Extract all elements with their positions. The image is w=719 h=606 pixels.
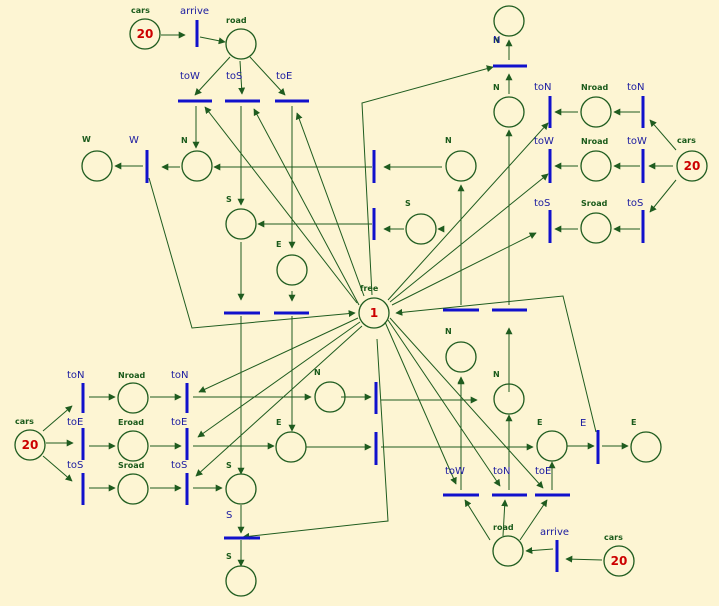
label-e-output: E [631,418,636,427]
transitions [81,20,645,572]
label-to-n-west: toN [67,370,85,381]
label-to-w-east-inner: toW [534,136,554,147]
place-nw-s[interactable] [225,208,257,240]
place-cars-south[interactable] [603,545,635,577]
label-sw-n: N [314,368,321,377]
token-free: 1 [370,306,378,320]
label-to-s-north: toS [226,71,242,82]
place-west-sroad[interactable] [117,473,149,505]
label-east-nroad: Nroad [581,83,609,92]
label-s-output: S [226,552,232,561]
place-se-e[interactable] [536,430,568,462]
token-cars-south: 20 [611,554,628,568]
label-to-e-west: toE [67,417,83,428]
label-n-output: N [493,36,500,45]
place-sw-s[interactable] [225,473,257,505]
label-cars-south: cars [604,533,623,542]
label-nw-s: S [226,195,232,204]
label-cars-west: cars [15,417,34,426]
place-free[interactable] [358,297,390,329]
label-west-eroad: Eroad [118,418,144,427]
label-east-nroad-2: Nroad [581,137,609,146]
place-east-nroad[interactable] [580,96,612,128]
label-to-n-east: toN [627,82,645,93]
place-sw-e[interactable] [275,431,307,463]
place-n-east[interactable] [493,96,525,128]
token-cars-west: 20 [22,438,39,452]
token-cars-east: 20 [684,159,701,173]
label-nw-n: N [181,136,188,145]
place-east-nroad-2[interactable] [580,150,612,182]
label-to-w-north: toW [180,71,200,82]
label-road-north: road [226,16,247,25]
place-west-eroad[interactable] [117,430,149,462]
place-road-north[interactable] [225,28,257,60]
label-nw-e: E [276,240,281,249]
label-se-n-upper: N [445,327,452,336]
transition-labels: arrive toW toS toE W N toN toW toS toN t… [67,6,647,538]
place-e-output[interactable] [630,431,662,463]
place-se-n[interactable] [493,383,525,415]
place-se-n-upper[interactable] [445,341,477,373]
place-cars-north[interactable] [129,18,161,50]
label-ne-n: N [445,136,452,145]
label-cars-north: cars [131,6,150,15]
label-s-exit: S [226,510,232,521]
place-cars-west[interactable] [14,429,46,461]
label-to-e-north: toE [276,71,292,82]
label-n-exit: N [493,35,500,46]
label-to-w-east: toW [627,136,647,147]
label-se-e: E [537,418,542,427]
place-ne-s[interactable] [405,213,437,245]
label-arrive-north: arrive [180,6,209,17]
label-ne-s: S [405,199,411,208]
token-cars-north: 20 [137,27,154,41]
place-w-output[interactable] [81,150,113,182]
place-s-output[interactable] [225,565,257,597]
arcs [42,31,677,567]
label-w-output: W [82,135,91,144]
label-to-s-west-inner: toS [171,460,187,471]
place-east-sroad[interactable] [580,212,612,244]
label-to-s-west: toS [67,460,83,471]
tokens: 20 20 1 20 20 [22,27,701,568]
label-east-sroad: Sroad [581,199,608,208]
place-sw-n[interactable] [314,381,346,413]
label-to-s-east-inner: toS [534,198,550,209]
place-labels: cars road W N S E N Nroad Nroad Sroad N … [15,6,696,561]
place-west-nroad[interactable] [117,382,149,414]
label-e-exit: E [580,418,586,429]
place-nw-n[interactable] [181,150,213,182]
label-to-n-west-inner: toN [171,370,189,381]
label-cars-east: cars [677,136,696,145]
label-free: free [360,284,379,293]
place-road-south[interactable] [492,535,524,567]
label-sw-s: S [226,461,232,470]
label-ne-w: N [493,83,500,92]
label-arrive-south: arrive [540,527,569,538]
label-road-south: road [493,523,514,532]
place-nw-e[interactable] [276,254,308,286]
places [14,5,708,597]
label-w-exit: W [129,135,139,146]
label-to-n-south: toN [493,466,511,477]
label-to-e-west-inner: toE [171,417,187,428]
place-cars-east[interactable] [676,150,708,182]
label-sw-e: E [276,418,281,427]
label-to-s-east: toS [627,198,643,209]
label-se-n: N [493,370,500,379]
place-n-output[interactable] [493,5,525,37]
place-ne-n[interactable] [445,150,477,182]
label-west-nroad: Nroad [118,371,146,380]
label-west-sroad: Sroad [118,461,145,470]
label-to-n-east-inner: toN [534,82,552,93]
label-to-w-south: toW [445,466,465,477]
label-to-e-south: toE [535,466,551,477]
